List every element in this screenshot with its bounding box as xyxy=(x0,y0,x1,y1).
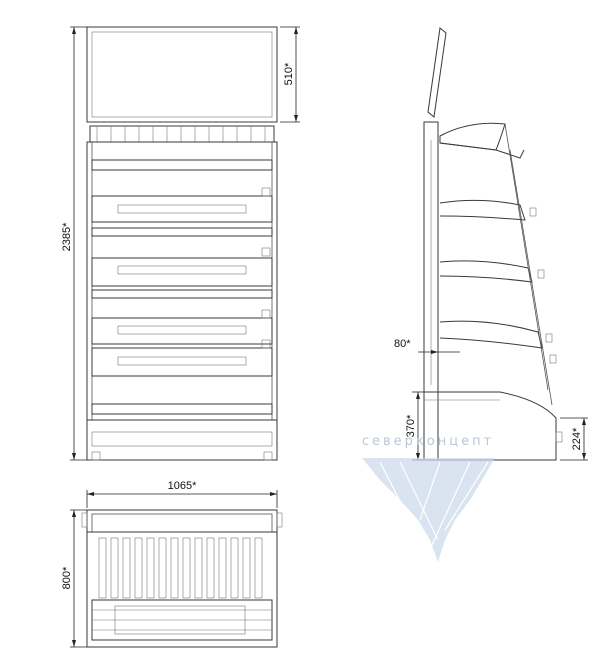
dim-header-height: 510* xyxy=(283,62,295,85)
dim-foot-height: 224* xyxy=(571,427,583,450)
side-dimensions: 80* 370* 224* xyxy=(394,338,588,461)
logo-icicle-shape xyxy=(362,458,495,562)
front-dimensions: 2385* 510* xyxy=(61,26,300,461)
top-view-slats xyxy=(98,537,263,599)
dim-total-height: 2385* xyxy=(61,222,73,251)
front-shelves xyxy=(91,159,273,415)
side-shelves xyxy=(439,122,557,406)
top-comb-slots xyxy=(96,126,266,142)
dim-base-height: 370* xyxy=(405,414,417,437)
logo-lines xyxy=(379,461,489,561)
top-dimensions: 1065* 800* xyxy=(61,480,278,648)
side-view xyxy=(423,27,563,461)
company-logo: северконцепт xyxy=(362,434,495,562)
dim-width: 1065* xyxy=(168,480,197,492)
front-view xyxy=(86,26,278,461)
front-side-hooks xyxy=(261,187,271,349)
dim-shelf-depth: 80* xyxy=(394,338,411,350)
top-view xyxy=(81,509,283,648)
logo-text: северконцепт xyxy=(362,434,494,449)
dim-depth: 800* xyxy=(61,566,73,589)
